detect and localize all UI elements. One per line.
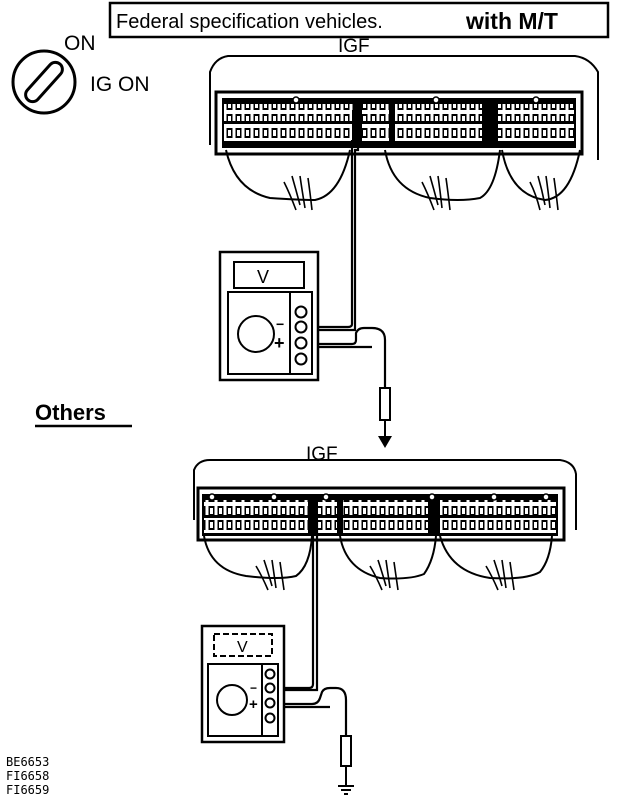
spec-emphasis: with M/T (465, 8, 558, 34)
bottom-probe-handle-icon (338, 735, 354, 795)
figure-code: FI6659 (6, 783, 49, 797)
top-probe-handle-icon (378, 387, 392, 448)
bottom-probe-wires (276, 520, 348, 736)
figure-code: FI6658 (6, 769, 49, 783)
figure-codes: BE6653 FI6658 FI6659 (6, 755, 49, 797)
header-box: Federal specification vehicles. with M/T (108, 1, 610, 39)
top-ecu (209, 55, 599, 211)
bottom-meter-minus: − (250, 681, 257, 695)
figure-code: BE6653 (6, 755, 49, 769)
spec-text: Federal specification vehicles. (116, 11, 383, 33)
bottom-meter-display: V (237, 639, 248, 656)
ignition-switch-icon (11, 49, 77, 115)
ignition-on-label: ON (64, 32, 96, 55)
top-meter-display: V (257, 267, 269, 287)
bottom-voltmeter: V − + (200, 624, 286, 744)
others-label: Others (35, 400, 106, 425)
top-meter-minus: − (276, 316, 284, 332)
bottom-meter-plus: + (249, 696, 258, 713)
top-meter-plus: + (274, 333, 285, 353)
bottom-igf-label: IGF (306, 444, 338, 465)
ignition-ig-on-label: IG ON (90, 73, 150, 96)
top-igf-label: IGF (338, 36, 370, 57)
bottom-ecu (193, 459, 577, 591)
top-voltmeter: V − + (218, 250, 320, 382)
